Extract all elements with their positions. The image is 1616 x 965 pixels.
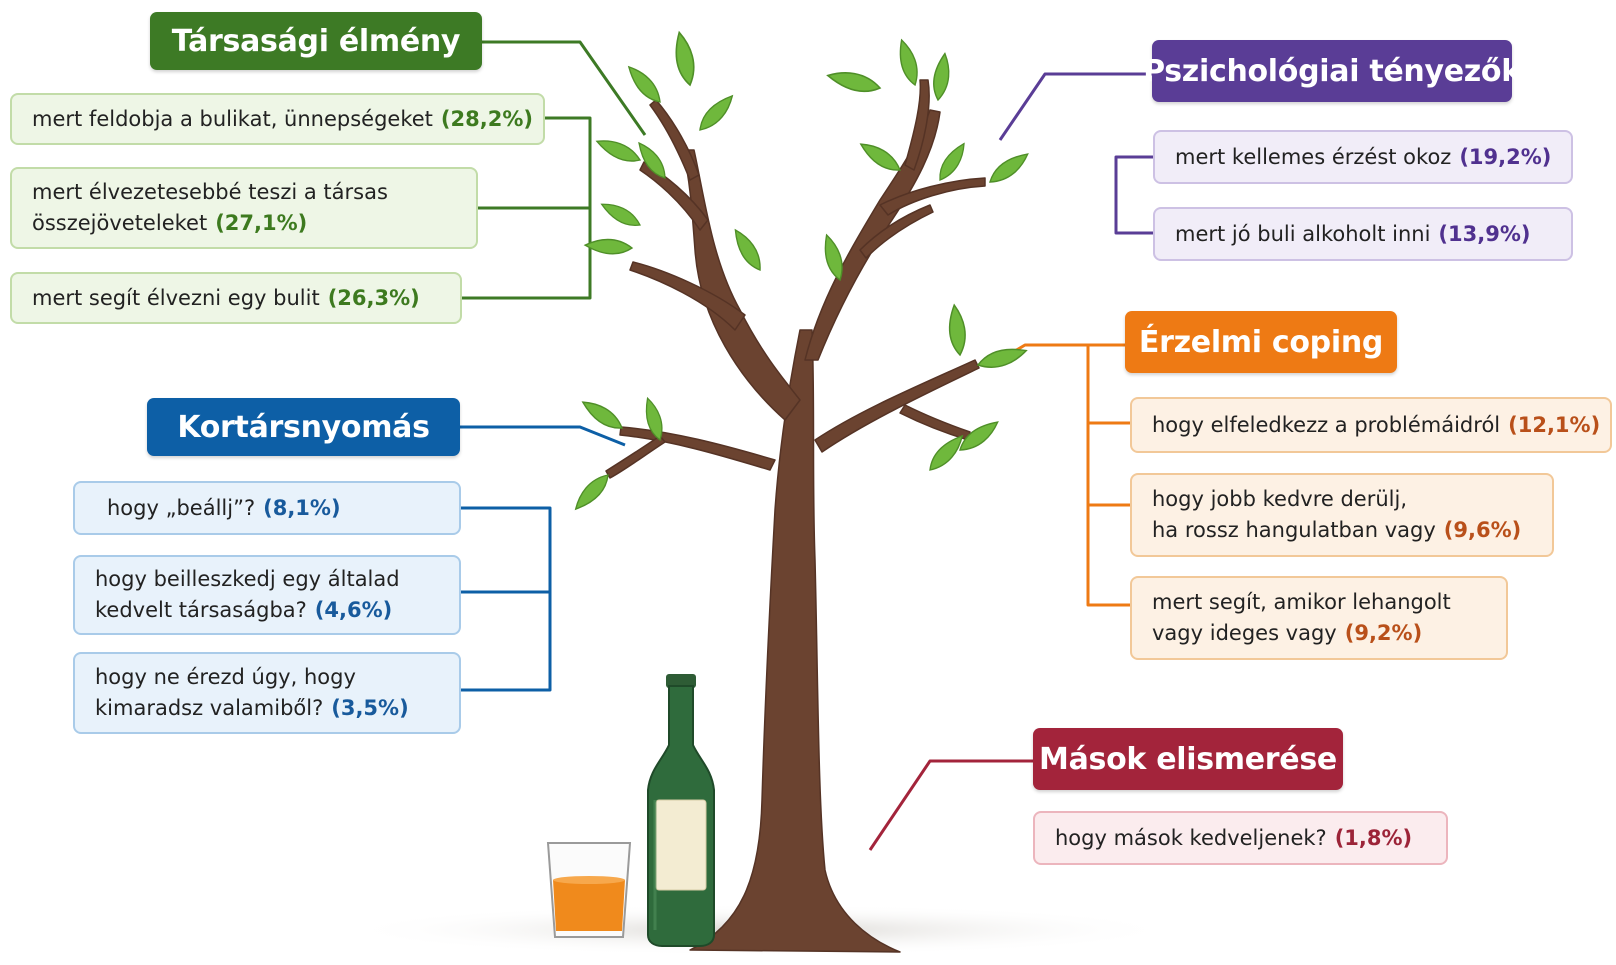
- card-text: hogy „beállj”?: [107, 495, 256, 520]
- card-pct: (3,5%): [331, 696, 409, 720]
- header-recognition: Mások elismerése: [1033, 728, 1343, 790]
- connector-psych: [998, 72, 1152, 141]
- card-text: mert kellemes érzést okoz: [1175, 144, 1452, 169]
- card-pct: (8,1%): [263, 495, 341, 520]
- card-coping-2: hogy jobb kedvre derülj, ha rossz hangula…: [1130, 473, 1554, 557]
- bracket-peer: [461, 506, 552, 692]
- card-psych-1: mert kellemes érzést okoz (19,2%): [1153, 130, 1573, 184]
- header-psych: Pszichológiai tényezők: [1143, 40, 1521, 102]
- bottle: [647, 674, 715, 947]
- card-pct: (26,3%): [327, 285, 420, 310]
- card-coping-1: hogy elfeledkezz a problémáidról (12,1%): [1130, 397, 1612, 453]
- connector-recognition: [868, 759, 1033, 851]
- card-pct: (9,2%): [1344, 621, 1423, 645]
- card-peer-1: hogy „beállj”? (8,1%): [73, 481, 461, 535]
- card-coping-3: mert segít, amikor lehangolt vagy ideges …: [1130, 576, 1508, 660]
- card-text: mert segít élvezni egy bulit: [32, 285, 320, 310]
- card-text: összejöveteleket: [32, 211, 208, 235]
- card-peer-2: hogy beilleszkedj egy általad kedvelt tár…: [73, 555, 461, 635]
- connector-peer: [460, 425, 626, 447]
- card-social-1: mert feldobja a bulikat, ünnepségeket (28…: [10, 93, 545, 145]
- card-pct: (9,6%): [1443, 518, 1522, 542]
- card-text: hogy jobb kedvre derülj,: [1152, 487, 1408, 511]
- card-pct: (27,1%): [215, 211, 308, 235]
- glass: [546, 842, 632, 938]
- card-text: hogy ne érezd úgy, hogy: [95, 665, 356, 689]
- card-social-2: mert élvezetesebbé teszi a társas összejö…: [10, 167, 478, 249]
- tree-trunk: [605, 79, 986, 953]
- card-pct: (19,2%): [1459, 144, 1552, 169]
- card-pct: (4,6%): [314, 598, 393, 622]
- header-coping: Érzelmi coping: [1125, 311, 1397, 373]
- card-text: vagy ideges vagy: [1152, 621, 1337, 645]
- card-text: hogy beilleszkedj egy általad: [95, 567, 400, 591]
- card-text: hogy mások kedveljenek?: [1055, 825, 1327, 850]
- card-social-3: mert segít élvezni egy bulit (26,3%): [10, 272, 462, 324]
- bracket-coping: [1086, 345, 1130, 607]
- card-text: hogy elfeledkezz a problémáidról: [1152, 412, 1501, 437]
- card-text: mert élvezetesebbé teszi a társas: [32, 180, 388, 204]
- bracket-social: [462, 116, 592, 300]
- card-recognition-1: hogy mások kedveljenek? (1,8%): [1033, 811, 1448, 865]
- card-text: mert jó buli alkoholt inni: [1175, 221, 1431, 246]
- card-pct: (28,2%): [440, 106, 533, 131]
- card-text: kedvelt társaságba?: [95, 598, 307, 622]
- card-pct: (12,1%): [1508, 412, 1601, 437]
- card-psych-2: mert jó buli alkoholt inni (13,9%): [1153, 207, 1573, 261]
- card-peer-3: hogy ne érezd úgy, hogy kimaradsz valamib…: [73, 652, 461, 734]
- card-text: kimaradsz valamiből?: [95, 696, 324, 720]
- card-text: mert segít, amikor lehangolt: [1152, 590, 1451, 614]
- connector-social: [482, 40, 647, 136]
- card-pct: (1,8%): [1334, 825, 1413, 850]
- card-pct: (13,9%): [1438, 221, 1531, 246]
- header-social: Társasági élmény: [150, 12, 482, 70]
- bracket-psych: [1114, 155, 1153, 235]
- header-peer: Kortársnyomás: [147, 398, 460, 456]
- card-text: ha rossz hangulatban vagy: [1152, 518, 1436, 542]
- card-text: mert feldobja a bulikat, ünnepségeket: [32, 106, 433, 131]
